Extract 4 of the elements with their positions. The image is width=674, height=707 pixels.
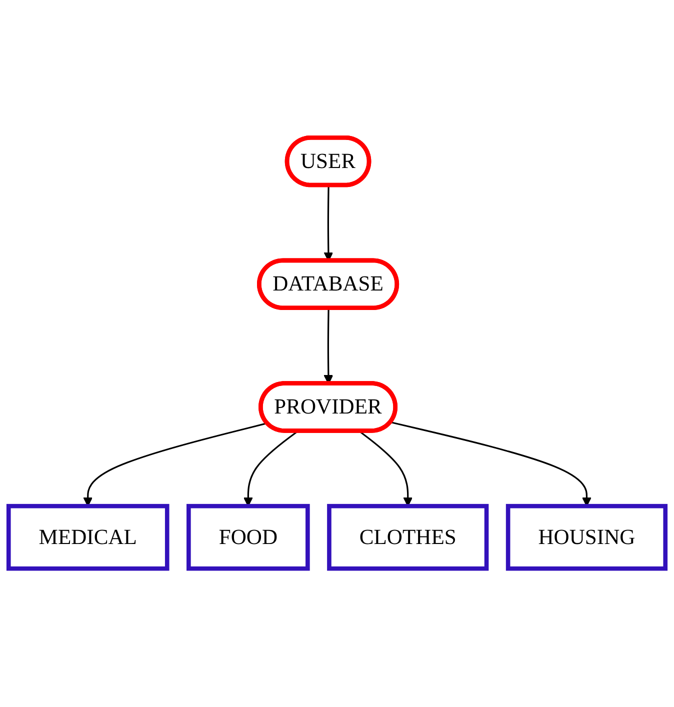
node-box: MEDICAL [6, 504, 170, 572]
node-box: HOUSING [506, 504, 668, 572]
node-box: FOOD [186, 504, 310, 572]
node-box: CLOTHES [327, 504, 489, 572]
